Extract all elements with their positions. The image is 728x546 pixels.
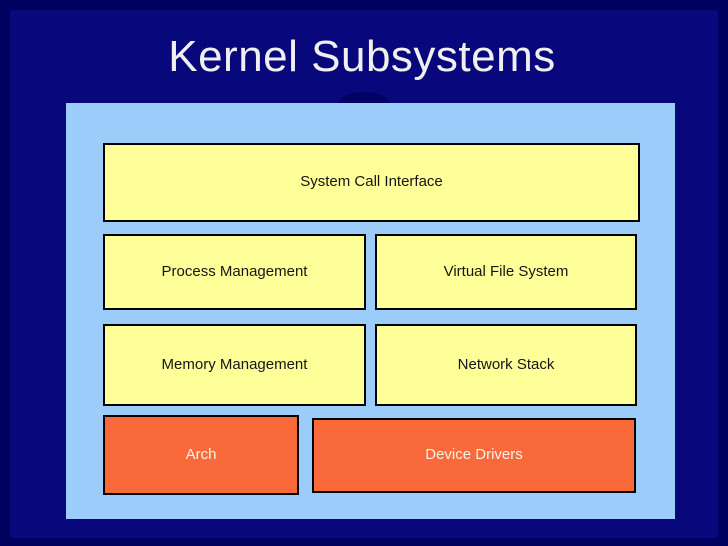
box-label: System Call Interface	[300, 173, 443, 191]
box-label: Arch	[185, 445, 217, 463]
box-label: Memory Management	[161, 355, 308, 373]
kernel-subsystems-panel: System Call Interface Process Management…	[66, 103, 675, 519]
slide-title: Kernel Subsystems	[168, 32, 556, 81]
box-process-management: Process Management	[103, 234, 366, 310]
box-label: Device Drivers	[425, 446, 523, 464]
box-label: Process Management	[161, 262, 308, 280]
box-system-call-interface: System Call Interface	[103, 143, 640, 222]
box-network-stack: Network Stack	[375, 324, 637, 406]
box-label: Virtual File System	[443, 262, 569, 280]
box-device-drivers: Device Drivers	[312, 418, 636, 493]
box-memory-management: Memory Management	[103, 324, 366, 406]
box-virtual-file-system: Virtual File System	[375, 234, 637, 310]
box-label: Network Stack	[457, 355, 555, 373]
box-arch: Arch	[103, 415, 299, 495]
